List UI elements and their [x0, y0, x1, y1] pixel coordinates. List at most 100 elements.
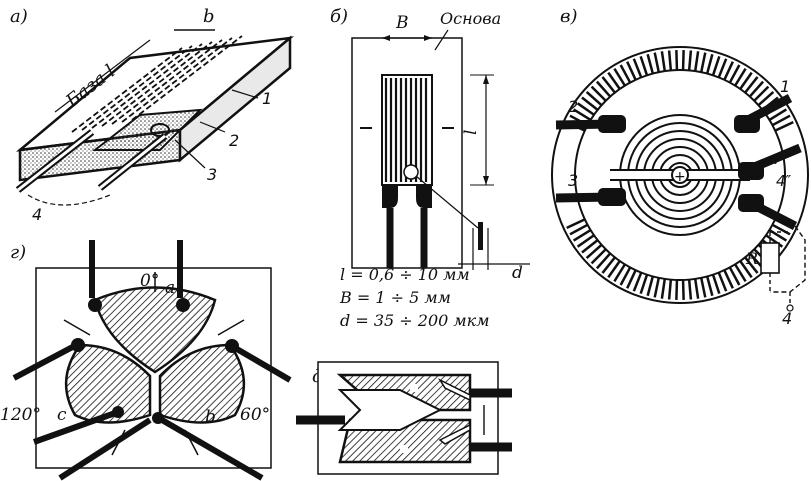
comb-tooth: [626, 269, 637, 289]
comb-tooth: [748, 80, 765, 98]
comb-tooth: [771, 114, 791, 127]
comb-tooth: [607, 71, 621, 90]
comb-tooth: [681, 279, 685, 300]
panel-g: г) 0° 60: [0, 240, 292, 481]
dimension-l-label: l: [461, 130, 481, 135]
grid-serpentine: [71, 35, 243, 133]
panel-b: б) B Основа: [330, 6, 530, 330]
comb-tooth: [693, 278, 700, 299]
comb-tooth: [734, 67, 747, 87]
comb-tooth: [646, 276, 655, 297]
comb-tooth: [653, 277, 660, 298]
comb-tooth: [660, 278, 667, 299]
dimension-b-label: b: [203, 6, 215, 27]
marker-upper: [410, 384, 418, 392]
callout-v-4-double-prime: 4″: [776, 172, 792, 190]
callout-v-4: 4: [782, 309, 792, 328]
comb-tooth: [581, 239, 599, 254]
comb-tooth: [700, 52, 707, 73]
comb-tooth: [595, 80, 612, 98]
comb-tooth: [711, 55, 721, 76]
chevron-arm: [337, 389, 443, 431]
comb-tooth: [572, 108, 592, 121]
comb-tooth: [723, 61, 734, 81]
comb-tooth: [585, 243, 603, 260]
comb-tooth: [595, 252, 612, 270]
comb-tooth: [728, 64, 741, 84]
comb-tooth: [700, 277, 707, 298]
wire-section: [478, 222, 483, 250]
comb-tooth: [723, 269, 734, 289]
panel-b-letter: б): [330, 6, 348, 27]
formula-B: B = 1 ÷ 5 мм: [339, 288, 451, 307]
callout-line-1: [231, 89, 259, 99]
comb-tooth: [734, 263, 747, 283]
comb-tooth: [566, 218, 586, 229]
callout-v-2: 2: [568, 97, 578, 116]
callout-1: 1: [262, 89, 272, 108]
callout-line-3: [174, 139, 206, 169]
sector-c: [64, 343, 152, 424]
comb-tooth: [705, 276, 714, 297]
comb-tooth: [639, 274, 649, 295]
comb-tooth: [693, 51, 700, 72]
comb-tooth: [576, 234, 595, 248]
panel-v: в) +: [551, 6, 809, 328]
rosette-g-leads: [12, 240, 292, 481]
comb-tooth: [639, 55, 649, 76]
outer-comb-ring: [574, 69, 786, 281]
angle-120: 120°: [0, 405, 41, 425]
rosette-leads: [555, 94, 802, 231]
comb-tooth: [619, 64, 632, 84]
comb-tooth: [581, 96, 599, 111]
comb-tooth: [705, 53, 714, 74]
solder-pad-right: [416, 185, 432, 208]
marker-lower: [400, 445, 408, 453]
callout-v-3: 3: [568, 171, 578, 190]
panel-g-letter: г): [10, 242, 26, 263]
panel-d: д): [296, 361, 512, 475]
comb-tooth: [728, 266, 741, 286]
center-terminal: [671, 166, 689, 184]
callout-4: 4: [32, 205, 42, 224]
callout-3: 3: [207, 165, 217, 184]
comb-tooth: [687, 279, 693, 300]
comb-tooth: [585, 90, 603, 107]
outer-comb-bottom: [566, 218, 794, 300]
base-label: Основа: [440, 9, 501, 28]
formula-l: l = 0,6 ÷ 10 мм: [340, 265, 470, 284]
comb-tooth: [590, 85, 607, 102]
callout-2: 2: [229, 131, 239, 150]
comb-tooth: [739, 260, 753, 279]
dimension-B-label: B: [395, 13, 409, 33]
comb-tooth: [744, 256, 759, 274]
comb-tooth: [653, 52, 660, 73]
solder-pad-left: [382, 185, 398, 208]
comb-tooth: [576, 102, 595, 116]
comb-tooth: [753, 85, 770, 102]
comb-tooth: [717, 58, 728, 78]
pad-a-left: [88, 298, 102, 312]
formula-d: d = 35 ÷ 200 мкм: [340, 311, 489, 330]
comb-tooth: [757, 90, 775, 107]
comb-tooth: [744, 76, 759, 94]
substrate-side: [178, 35, 292, 163]
comb-tooth: [660, 51, 667, 72]
callout-v-1: 1: [780, 77, 790, 96]
comb-tooth: [774, 121, 794, 132]
comb-tooth: [675, 279, 679, 300]
resistor-R: [760, 242, 780, 274]
comb-tooth: [601, 256, 616, 274]
sector-c-label: c: [57, 405, 67, 425]
comb-tooth: [590, 248, 607, 265]
comb-tooth: [667, 50, 673, 71]
sector-a-label: a: [165, 278, 175, 298]
comb-tooth: [626, 61, 637, 81]
terminal-4: [786, 304, 794, 312]
angle-60: 60°: [240, 405, 270, 425]
comb-tooth: [646, 53, 655, 74]
comb-tooth: [607, 260, 621, 279]
comb-tooth: [613, 263, 626, 283]
lead-wires-a: [15, 129, 168, 206]
